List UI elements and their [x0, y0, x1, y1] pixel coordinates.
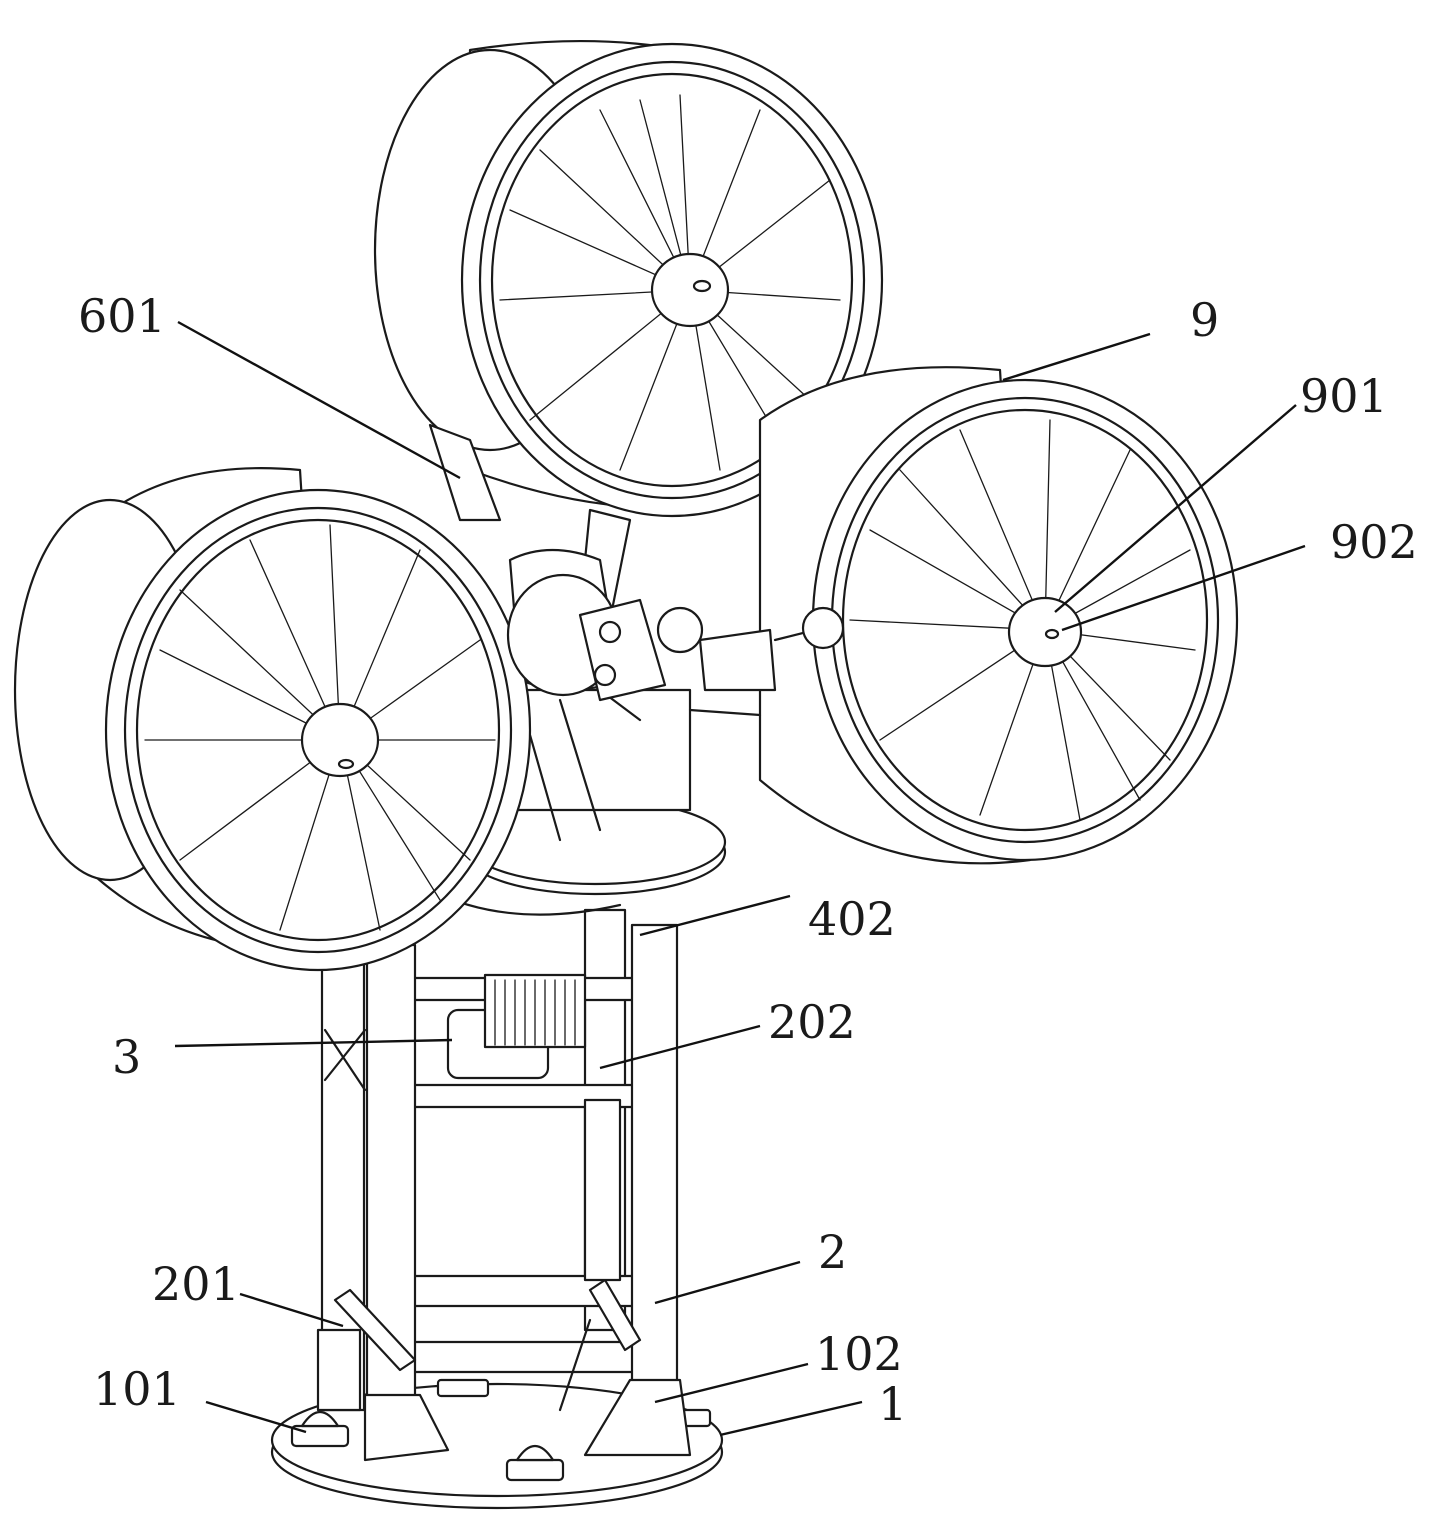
- callout-202: 202: [599, 995, 856, 1070]
- support-frame: [316, 908, 692, 1462]
- callout-label: 901: [1300, 369, 1388, 423]
- motor: [446, 973, 587, 1080]
- callout-402: 402: [639, 892, 896, 946]
- fan-right-blades: [849, 419, 1196, 821]
- callout-9: 9: [1002, 293, 1219, 382]
- callout-label: 102: [815, 1327, 903, 1381]
- callout-label: 201: [152, 1257, 240, 1311]
- callout-label: 1: [878, 1377, 907, 1431]
- callout-601: 601: [78, 289, 461, 480]
- fan-top: [373, 40, 884, 518]
- fan-left-blades: [144, 524, 496, 931]
- callouts: 601 9 901 902 402 202 3 2: [78, 289, 1418, 1437]
- callout-label: 3: [112, 1030, 141, 1084]
- callout-label: 402: [808, 892, 896, 946]
- callout-201: 201: [152, 1257, 344, 1328]
- center-hub: [506, 573, 845, 717]
- callout-label: 2: [818, 1225, 847, 1279]
- callout-902: 902: [1061, 515, 1418, 632]
- callout-label: 101: [93, 1362, 181, 1416]
- anchor-bolts: [290, 1378, 712, 1482]
- fan-top-blades: [499, 94, 841, 471]
- callout-901: 901: [1054, 369, 1388, 613]
- bolt: [505, 1444, 565, 1482]
- callout-102: 102: [654, 1327, 903, 1404]
- callout-label: 601: [78, 289, 166, 343]
- callout-1: 1: [719, 1377, 907, 1437]
- callout-label: 9: [1190, 293, 1219, 347]
- callout-label: 902: [1330, 515, 1418, 569]
- bolt: [436, 1378, 490, 1398]
- callout-label: 202: [768, 995, 856, 1049]
- callout-101: 101: [93, 1362, 307, 1434]
- fan-right: [758, 366, 1239, 865]
- callout-3: 3: [112, 1030, 453, 1084]
- callout-2: 2: [654, 1225, 847, 1305]
- fan-left: [13, 467, 532, 972]
